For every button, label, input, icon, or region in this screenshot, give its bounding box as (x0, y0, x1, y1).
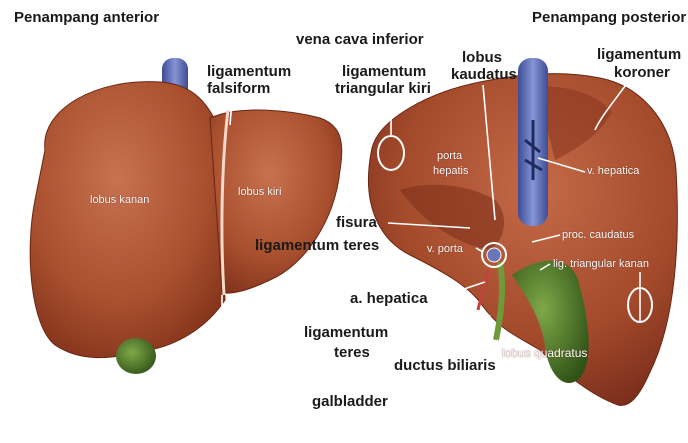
title-anterior: Penampang anterior (14, 10, 159, 26)
label-ligamentum-koroner-line1: ligamentum (597, 47, 681, 63)
label-ligamentum-teres-line1: ligamentum (304, 325, 388, 341)
label-fisura-line1: fisura (336, 215, 377, 231)
label-a-hepatica: a. hepatica (350, 291, 428, 307)
title-posterior: Penampang posterior (532, 10, 686, 26)
label-gallbladder: galbladder (312, 394, 388, 410)
label-lobus-kaudatus-line2: kaudatus (451, 67, 517, 83)
label-ligamentum-falsiform-line2: falsiform (207, 81, 270, 97)
label-lig-triangular-kanan: lig. triangular kanan (553, 258, 649, 270)
label-proc-caudatus: proc. caudatus (562, 229, 634, 241)
label-lobus-kaudatus-line1: lobus (462, 50, 502, 66)
label-ductus-biliaris: ductus biliaris (394, 358, 496, 374)
label-fisura-line2: ligamentum teres (255, 238, 379, 254)
label-porta-hepatis-line2: hepatis (433, 165, 468, 177)
label-lobus-quadratus: lobus quadratus (502, 347, 587, 359)
label-porta-hepatis-line1: porta (437, 150, 462, 162)
right-lobe-anterior (30, 82, 225, 358)
label-lobus-kanan: lobus kanan (90, 194, 149, 206)
label-ligamentum-falsiform-line1: ligamentum (207, 64, 291, 80)
label-v-porta: v. porta (427, 243, 463, 255)
label-vena-cava-inferior: vena cava inferior (296, 32, 424, 48)
left-lobe-anterior (210, 110, 342, 293)
gallbladder-anterior (116, 338, 156, 374)
label-ligamentum-triangular-kiri-line2: triangular kiri (335, 81, 431, 97)
anterior-view (30, 58, 342, 374)
portal-vein (487, 248, 501, 262)
label-lobus-kiri: lobus kiri (238, 186, 281, 198)
label-ligamentum-koroner-line2: koroner (614, 65, 670, 81)
label-ligamentum-teres-line2: teres (334, 345, 370, 361)
label-ligamentum-triangular-kiri-line1: ligamentum (342, 64, 426, 80)
label-v-hepatica: v. hepatica (587, 165, 639, 177)
